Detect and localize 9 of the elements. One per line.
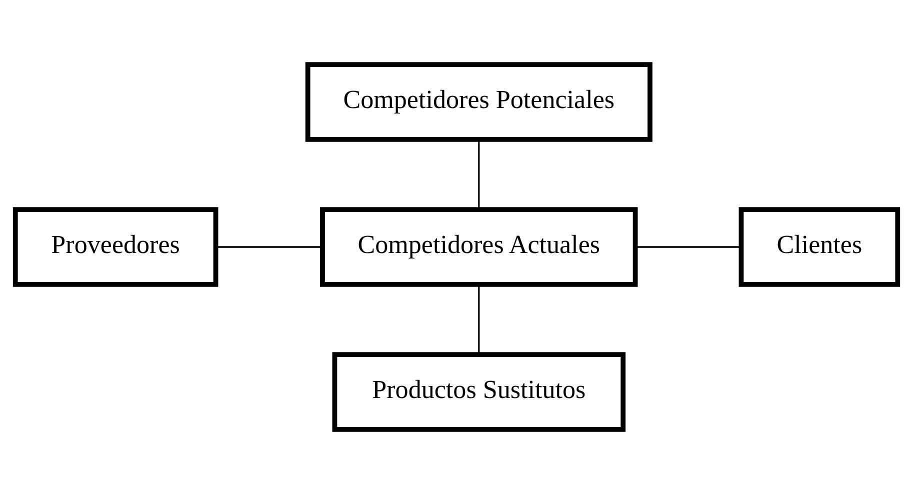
node-box: Competidores Potenciales bbox=[305, 62, 652, 142]
node-box: Productos Sustitutos bbox=[332, 352, 626, 432]
connector bbox=[216, 246, 322, 248]
connector bbox=[478, 140, 480, 210]
node-box: Competidores Actuales bbox=[320, 207, 638, 287]
connector bbox=[478, 285, 480, 354]
node-box: Clientes bbox=[738, 207, 900, 287]
node-box: Proveedores bbox=[12, 207, 218, 287]
connector bbox=[636, 246, 741, 248]
